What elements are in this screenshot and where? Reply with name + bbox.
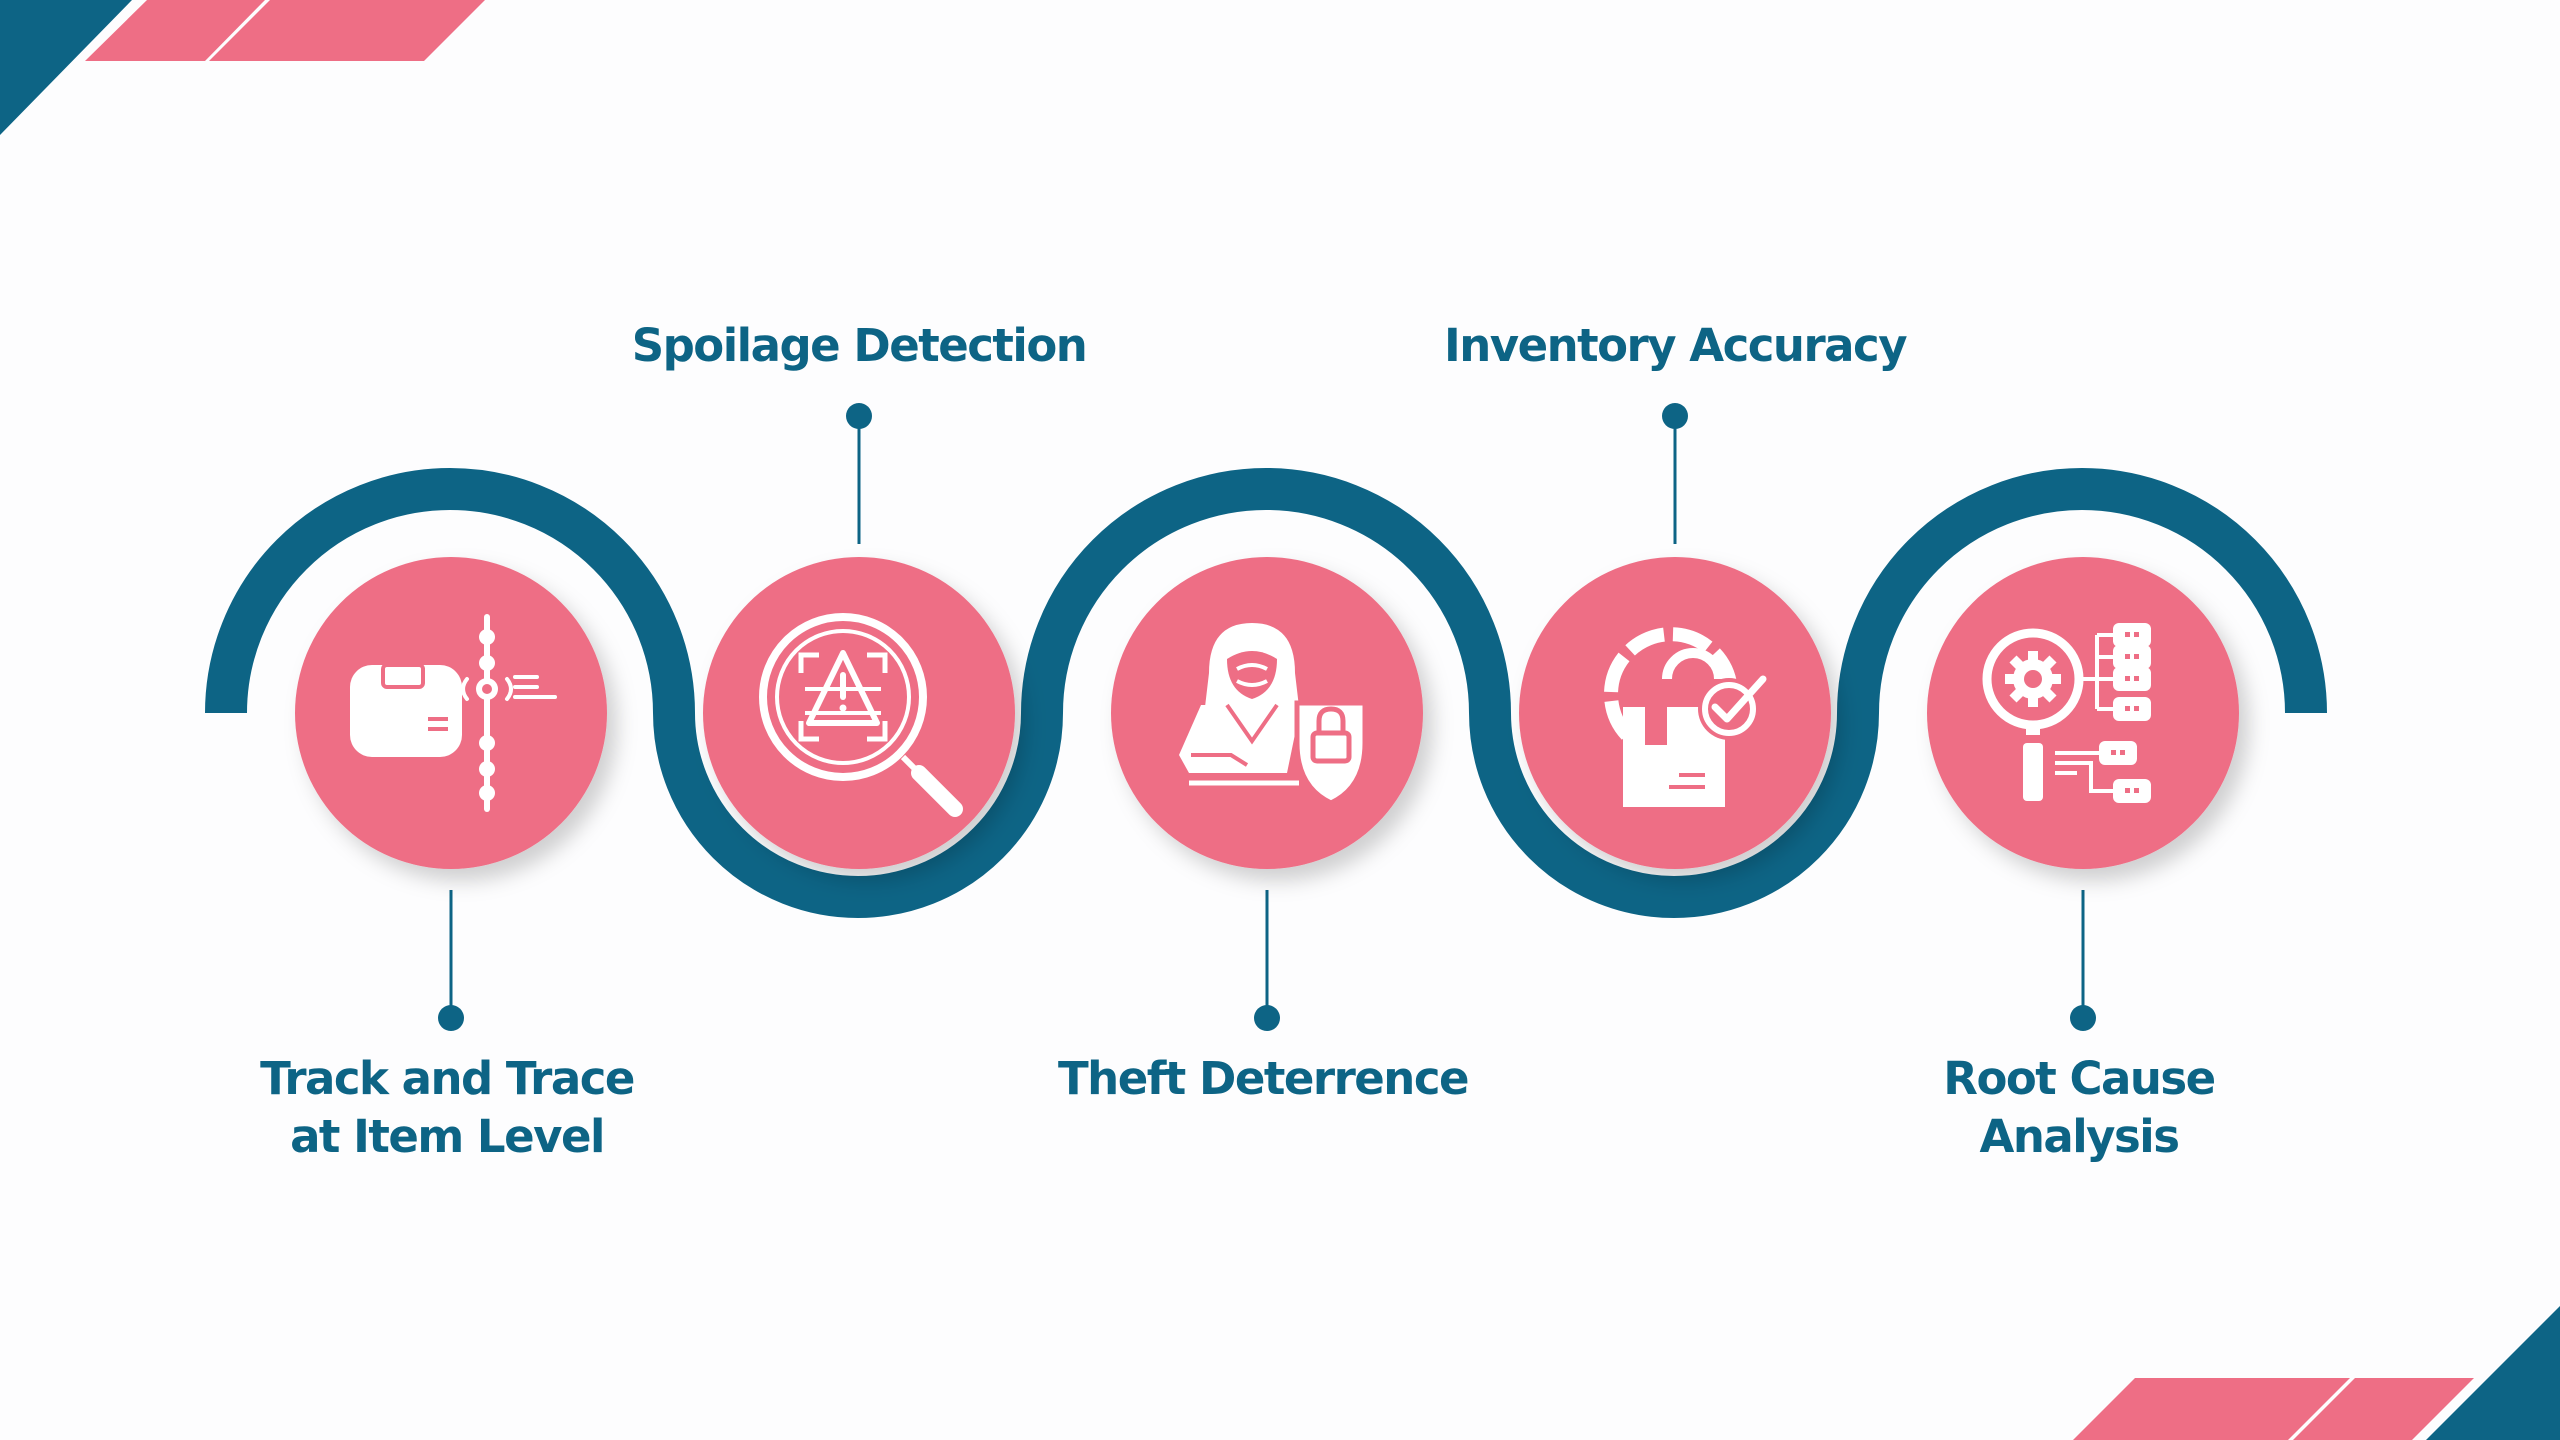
step-label-5: Root Cause Analysis (1943, 1050, 2216, 1166)
step-label-5-line-2: Analysis (1979, 1110, 2180, 1163)
connector-step-5 (2070, 890, 2096, 1031)
corner-triangle-top-left (0, 0, 132, 135)
wave-connector (205, 468, 2327, 918)
inventory-box-check-icon (1604, 627, 1767, 807)
step-label-1-line-2: at Item Level (290, 1110, 605, 1163)
corner-stripe-bottom-right-1 (2073, 1378, 2350, 1440)
step-label-3-line-1: Theft Deterrence (1057, 1052, 1470, 1105)
step-label-2-line-1: Spoilage Detection (631, 319, 1088, 372)
step-label-1-line-1: Track and Trace (260, 1052, 635, 1105)
connector-step-4 (1662, 403, 1688, 544)
step-label-2: Spoilage Detection (631, 317, 1088, 375)
step-label-5-line-1: Root Cause (1943, 1052, 2216, 1105)
spoilage-magnifier-icon (759, 613, 963, 817)
hooded-thief-shield-icon (1179, 623, 1368, 806)
step-label-4-line-1: Inventory Accuracy (1443, 319, 1908, 372)
corner-triangle-bottom-right (2426, 1306, 2560, 1440)
step-circle-5 (1927, 557, 2239, 869)
gear-magnifier-flowchart-icon (1982, 623, 2151, 803)
connector-step-2 (846, 403, 872, 544)
step-label-3: Theft Deterrence (1057, 1050, 1470, 1108)
step-label-1: Track and Trace at Item Level (260, 1050, 635, 1166)
step-label-4: Inventory Accuracy (1443, 317, 1908, 375)
connector-step-1 (438, 890, 464, 1031)
corner-stripe-top-left-2 (209, 0, 485, 61)
corner-stripe-bottom-right-2 (2293, 1378, 2474, 1440)
connector-step-3 (1254, 890, 1280, 1031)
corner-stripe-top-left-1 (85, 0, 265, 61)
tracked-package-icon (350, 614, 557, 812)
